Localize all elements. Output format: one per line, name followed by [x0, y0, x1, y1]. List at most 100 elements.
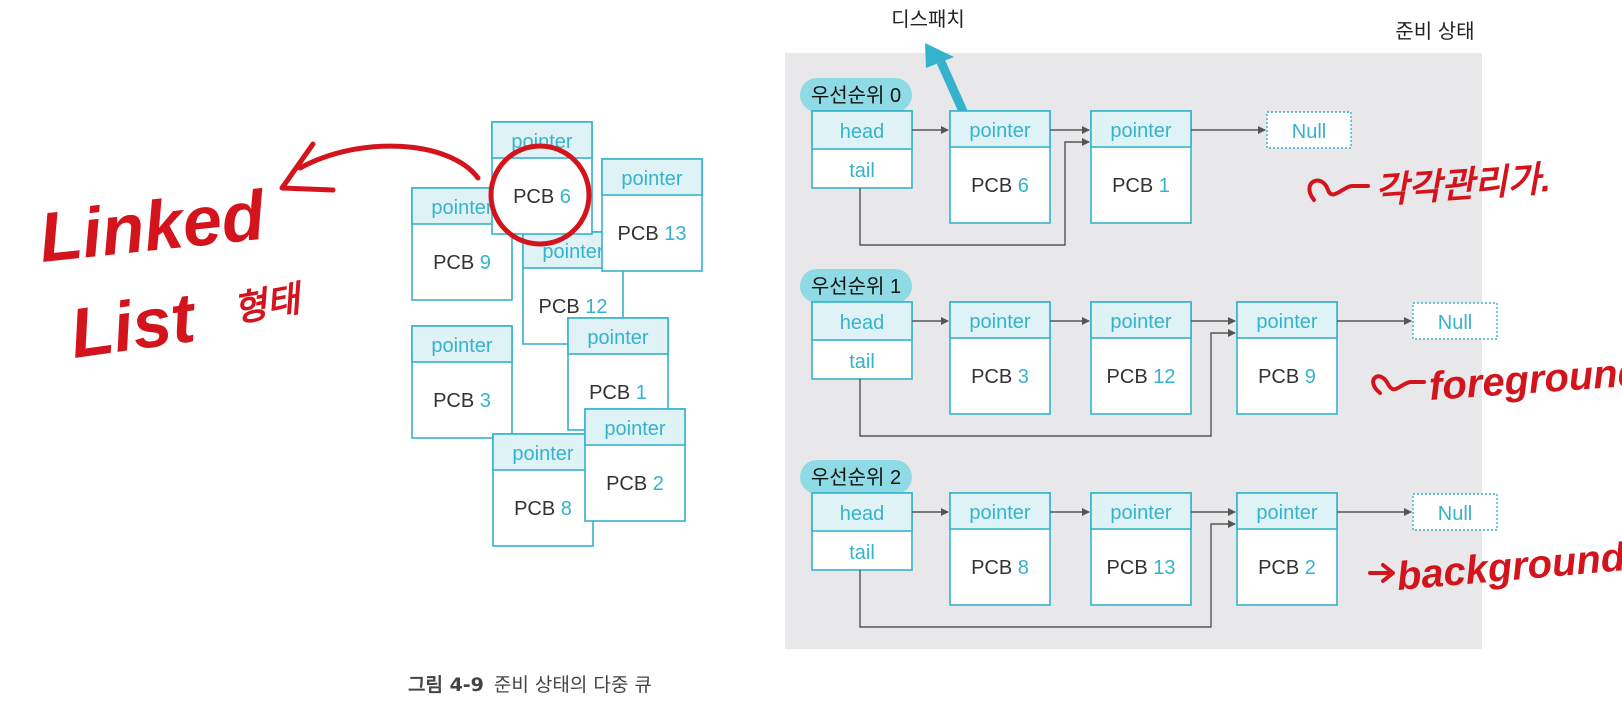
- pointer-cell: [1236, 301, 1338, 339]
- pcb-number: 12: [585, 296, 607, 318]
- pcb-word: PCB: [513, 186, 560, 208]
- pcb-number: 3: [480, 390, 491, 412]
- pcb-number: 1: [1159, 175, 1170, 197]
- highlight-circle: [488, 143, 592, 247]
- pcb-label: PCB 13: [618, 223, 687, 245]
- pointer-label: pointer: [969, 502, 1030, 524]
- note0-arrow: [1307, 178, 1370, 202]
- pcb-label: PCB 6: [513, 186, 571, 208]
- pcb-word: PCB: [589, 382, 636, 404]
- handwritten-hyeongtae: 형태: [230, 277, 307, 330]
- pcb-label: PCB 3: [971, 366, 1029, 388]
- pcb-number: 1: [636, 382, 647, 404]
- pointing-arrow-head: [279, 141, 336, 193]
- pcb-word: PCB: [606, 473, 653, 495]
- note2-arrow: [1368, 563, 1395, 583]
- pointer-cell: [601, 158, 703, 196]
- pointer-cell: [1090, 110, 1192, 148]
- pcb-number: 9: [480, 252, 491, 274]
- figure-number: 그림 4-9: [408, 674, 484, 696]
- pointer-cell: [949, 110, 1051, 148]
- tail-arrow: [859, 329, 1236, 437]
- pointer-cell: [949, 492, 1051, 530]
- pointer-label: pointer: [1110, 502, 1171, 524]
- pointer-label: pointer: [1110, 120, 1171, 142]
- pointer-cell: [411, 325, 513, 363]
- pcb-label: PCB 3: [433, 390, 491, 412]
- pointer-label: pointer: [1256, 502, 1317, 524]
- pointer-label: pointer: [542, 241, 603, 263]
- pcb-number: 2: [653, 473, 664, 495]
- pcb-number: 6: [1018, 175, 1029, 197]
- null-box: [1412, 302, 1498, 340]
- pcb-number: 12: [1153, 366, 1175, 388]
- pointer-cell: [1236, 492, 1338, 530]
- pointer-cell: [584, 408, 686, 446]
- note1-arrow: [1371, 374, 1426, 395]
- pointer-cell: [1090, 492, 1192, 530]
- null-box: [1412, 493, 1498, 531]
- priority-label: 우선순위 2: [811, 466, 901, 489]
- pcb-label: PCB 1: [1112, 175, 1170, 197]
- pcb-number: 3: [1018, 366, 1029, 388]
- ready-state-label: 준비 상태: [1395, 20, 1474, 43]
- tail-label: tail: [849, 160, 875, 182]
- pointer-label: pointer: [587, 327, 648, 349]
- pointing-arrow-curve: [297, 143, 481, 181]
- pcb-label: PCB 9: [433, 252, 491, 274]
- pcb-label: PCB 2: [606, 473, 664, 495]
- figure-title: 준비 상태의 다중 큐: [493, 674, 652, 696]
- null-label: Null: [1438, 312, 1472, 334]
- pcb-label: PCB 12: [539, 296, 608, 318]
- head-label: head: [840, 312, 885, 334]
- pointer-label: pointer: [1256, 311, 1317, 333]
- tail-arrow: [859, 138, 1090, 246]
- pcb-word: PCB: [433, 252, 480, 274]
- pcb-number: 2: [1305, 557, 1316, 579]
- null-box: [1266, 111, 1352, 149]
- head-label: head: [840, 121, 885, 143]
- pointer-label: pointer: [512, 443, 573, 465]
- pcb-label: PCB 8: [971, 557, 1029, 579]
- null-label: Null: [1292, 121, 1326, 143]
- pointer-label: pointer: [431, 197, 492, 219]
- priority-label: 우선순위 0: [811, 84, 901, 107]
- pointer-cell: [1090, 301, 1192, 339]
- pcb-number: 6: [560, 186, 571, 208]
- handwritten-linked: Linked: [35, 176, 269, 277]
- pcb-word: PCB: [1107, 557, 1154, 579]
- head-cell: [811, 110, 913, 150]
- pcb-word: PCB: [1112, 175, 1159, 197]
- pcb-label: PCB 13: [1107, 557, 1176, 579]
- pcb-word: PCB: [971, 366, 1018, 388]
- dispatch-arrow-head: [925, 43, 954, 68]
- pcb-label: PCB 1: [589, 382, 647, 404]
- pcb-label: PCB 8: [514, 498, 572, 520]
- pointer-cell: [949, 301, 1051, 339]
- pcb-word: PCB: [1258, 366, 1305, 388]
- pointer-label: pointer: [1110, 311, 1171, 333]
- pcb-word: PCB: [539, 296, 586, 318]
- pointer-label: pointer: [969, 311, 1030, 333]
- priority-badge: [800, 78, 912, 112]
- head-label: head: [840, 503, 885, 525]
- pcb-number: 8: [561, 498, 572, 520]
- figure-caption: 그림 4-9 준비 상태의 다중 큐: [408, 670, 652, 697]
- pcb-number: 13: [664, 223, 686, 245]
